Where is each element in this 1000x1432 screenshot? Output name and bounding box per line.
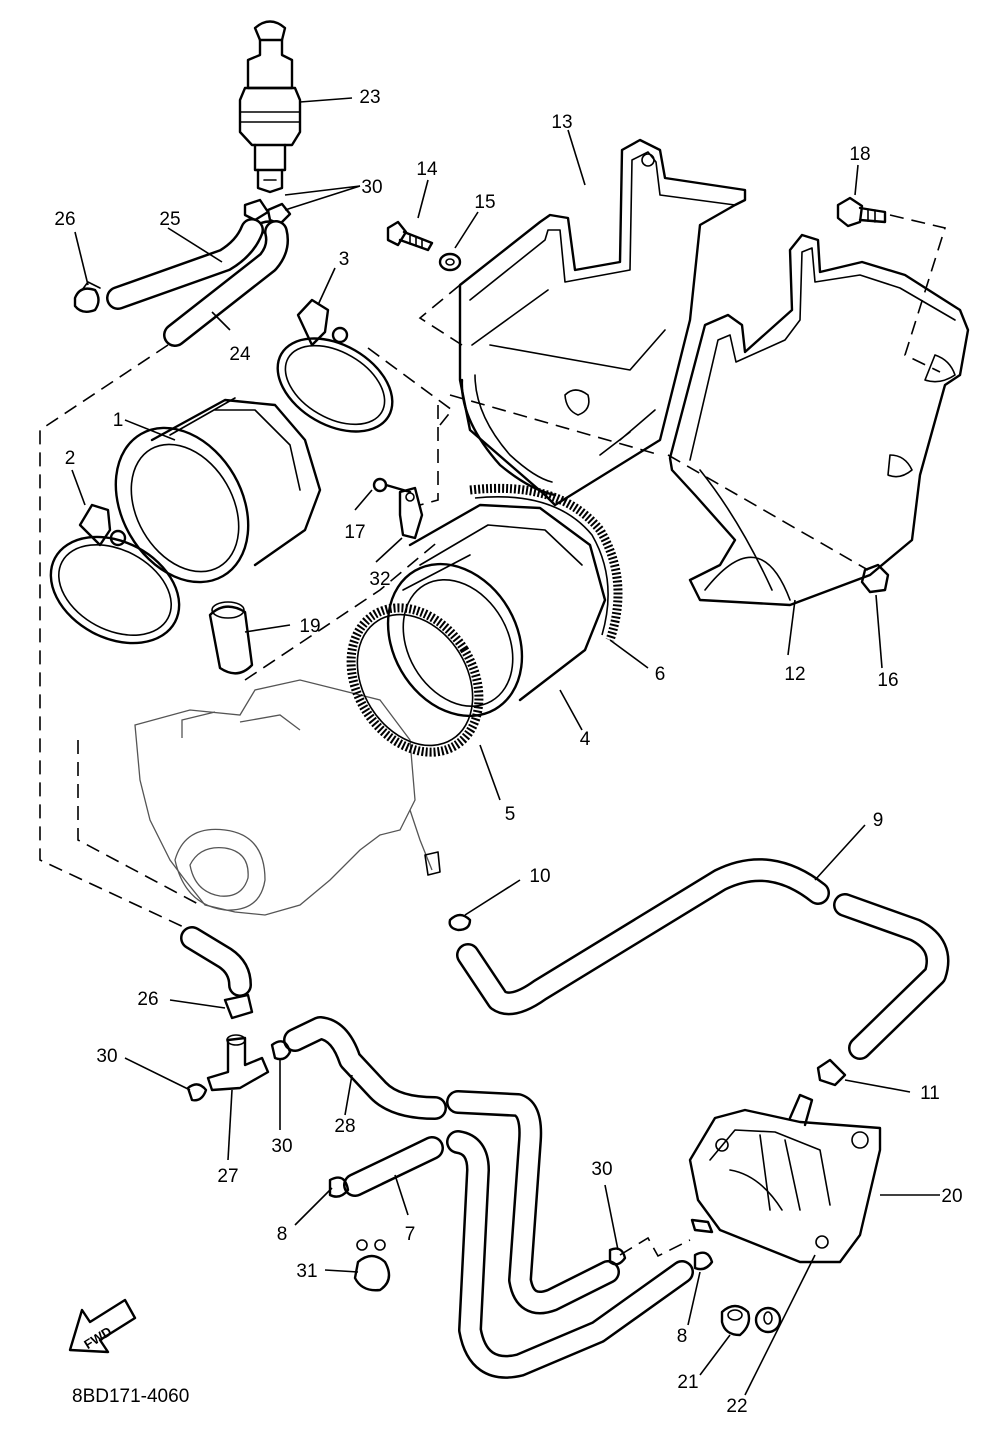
callout-15: 15 — [474, 192, 495, 213]
part-6-band — [469, 483, 623, 642]
callout-7: 7 — [405, 1224, 416, 1245]
part-30-clip-c — [608, 1247, 627, 1266]
callout-18: 18 — [849, 144, 870, 165]
callout-6: 6 — [655, 664, 666, 685]
callout-21: 21 — [677, 1372, 698, 1393]
callout-24: 24 — [229, 344, 251, 365]
callout-2: 2 — [65, 448, 76, 469]
part-19-fitting — [208, 601, 254, 675]
callout-27: 30 — [361, 177, 382, 198]
part-29-hose — [283, 1016, 447, 1120]
part-9-hose — [456, 858, 950, 1060]
callout-3: 3 — [339, 249, 350, 270]
callout-8-left: 8 — [277, 1224, 288, 1245]
part-26-clip-lower — [223, 993, 254, 1020]
callout-20: 20 — [941, 1186, 962, 1207]
callout-10: 10 — [529, 866, 550, 887]
callout-31: 31 — [296, 1261, 317, 1282]
callout-29: 28 — [334, 1116, 355, 1137]
assembly-guide-lines — [39, 214, 947, 1258]
callout-1: 1 — [113, 410, 124, 431]
part-10-clip — [448, 913, 472, 932]
part-11-clip — [816, 1058, 847, 1087]
part-30-clip-a — [186, 1083, 208, 1102]
part-21-fitting — [720, 1304, 751, 1337]
part-27-caps — [243, 198, 292, 226]
part-14-screw — [386, 220, 434, 252]
part-20-pump — [688, 1093, 882, 1264]
callout-25: 25 — [159, 209, 180, 230]
part-1-joint — [114, 397, 322, 584]
callout-19: 19 — [299, 616, 320, 637]
part-13-case — [458, 138, 747, 507]
engine-outline — [134, 679, 441, 916]
part-30-clip-b — [270, 1040, 292, 1061]
callout-23: 23 — [359, 87, 380, 108]
part-elbow-hose — [180, 926, 252, 997]
part-5-band — [346, 603, 484, 757]
drawing-number: 8BD171-4060 — [72, 1386, 189, 1407]
callout-32: 32 — [369, 569, 390, 590]
part-31-clip — [353, 1239, 391, 1292]
part-4-joint — [386, 503, 607, 718]
part-28-tjoint — [206, 1034, 270, 1092]
part-8-clip-b — [693, 1251, 714, 1271]
part-24-25-hoses — [106, 218, 289, 347]
callout-30-right: 30 — [591, 1159, 612, 1180]
callout-28: 27 — [217, 1166, 238, 1187]
callout-4: 4 — [580, 729, 591, 750]
fwd-arrow-icon — [68, 1298, 137, 1354]
callout-5: 5 — [505, 804, 516, 825]
callout-26-upper: 26 — [54, 209, 75, 230]
callout-30-mid: 30 — [271, 1136, 292, 1157]
part-15-washer — [438, 252, 462, 272]
part-8-clip-a — [328, 1176, 350, 1198]
callout-14: 14 — [416, 159, 438, 180]
callout-26-lower: 26 — [137, 989, 158, 1010]
callout-8-right: 8 — [677, 1326, 688, 1347]
callout-11: 11 — [920, 1083, 940, 1104]
part-18-bolt — [836, 196, 887, 228]
part-22-cap — [754, 1306, 782, 1334]
callout-16: 16 — [877, 670, 898, 691]
fwd-label: FWD — [81, 1324, 114, 1352]
part-2-clamp — [49, 503, 181, 645]
part-7-hose — [343, 1136, 444, 1197]
part-drain-hose — [446, 1090, 694, 1379]
part-3-clamp — [276, 298, 394, 433]
callout-17: 17 — [344, 522, 365, 543]
part-23-valve — [238, 20, 302, 235]
callout-9: 9 — [873, 810, 884, 831]
part-26-clip-upper — [73, 281, 101, 313]
part-12-case — [668, 233, 970, 607]
callout-22: 22 — [726, 1396, 747, 1417]
callout-labels: 23 30 26 25 24 3 1 2 14 15 13 18 17 32 1… — [54, 87, 962, 1417]
leader-lines — [71, 97, 940, 1396]
callout-12: 12 — [784, 664, 805, 685]
callout-13: 13 — [551, 112, 572, 133]
callout-30-left: 30 — [96, 1046, 117, 1067]
part-16-nut — [860, 563, 890, 594]
part-32-clip — [398, 486, 424, 540]
